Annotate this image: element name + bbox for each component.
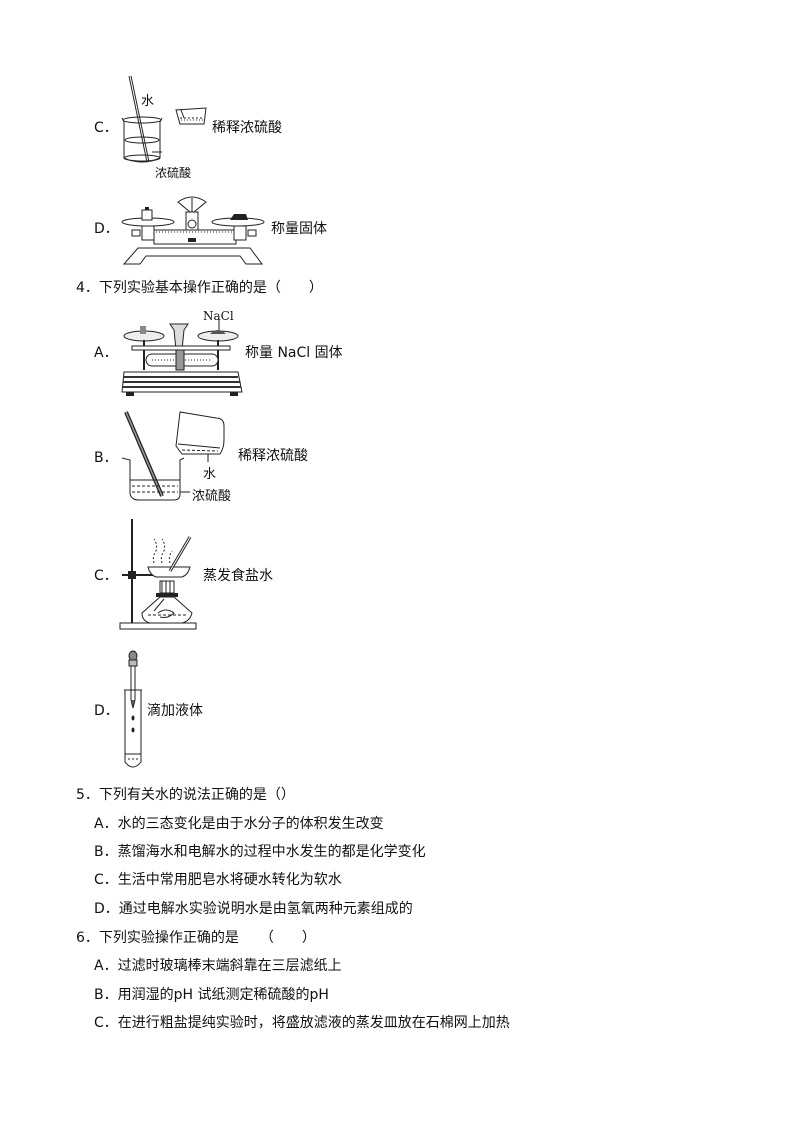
q3-option-d-letter: D． bbox=[94, 221, 119, 237]
q4-option-a-balance-icon bbox=[122, 320, 242, 396]
q5-option-b: B．蒸馏海水和电解水的过程中水发生的都是化学变化 bbox=[94, 844, 426, 860]
q4-option-a-letter: A． bbox=[94, 345, 118, 361]
q4-option-c-caption: 蒸发食盐水 bbox=[203, 568, 273, 584]
q4-option-c-letter: C． bbox=[94, 568, 118, 584]
q3-option-c-figure-beaker-icon bbox=[118, 74, 208, 166]
q4-b-label-acid: 浓硫酸 bbox=[192, 489, 232, 504]
q4-a-label-nacl: NaCl bbox=[203, 309, 234, 323]
q4-option-d-dropper-icon bbox=[123, 650, 143, 772]
q5-stem: 5．下列有关水的说法正确的是（） bbox=[76, 787, 295, 803]
q4-option-d-caption: 滴加液体 bbox=[147, 703, 203, 719]
q4-option-d-letter: D． bbox=[94, 703, 119, 719]
q3-c-label-water: 水 bbox=[141, 94, 155, 109]
q6-option-c: C．在进行粗盐提纯实验时，将盛放滤液的蒸发皿放在石棉网上加热 bbox=[94, 1015, 510, 1031]
q3-option-d-balance-icon bbox=[120, 194, 268, 266]
q6-stem: 6．下列实验操作正确的是 （ ） bbox=[76, 930, 316, 946]
q6-option-a: A．过滤时玻璃棒末端斜靠在三层滤纸上 bbox=[94, 958, 342, 974]
q5-option-c: C．生活中常用肥皂水将硬水转化为软水 bbox=[94, 872, 342, 888]
q5-option-a: A．水的三态变化是由于水分子的体积发生改变 bbox=[94, 816, 384, 832]
q3-c-label-acid: 浓硫酸 bbox=[155, 166, 192, 180]
q6-option-b: B．用润湿的pH 试纸测定稀硫酸的pH bbox=[94, 987, 329, 1003]
q3-option-d-caption: 称量固体 bbox=[271, 221, 327, 237]
q4-option-c-evaporation-icon bbox=[118, 517, 200, 633]
q4-option-a-caption: 称量 NaCl 固体 bbox=[245, 345, 343, 361]
q4-option-b-beaker-icon bbox=[120, 410, 230, 502]
q3-option-c-letter: C． bbox=[94, 120, 118, 136]
q4-b-label-water: 水 bbox=[203, 467, 217, 482]
q3-option-c-caption: 稀释浓硫酸 bbox=[212, 120, 282, 136]
q4-option-b-letter: B． bbox=[94, 450, 118, 466]
q4-stem: 4．下列实验基本操作正确的是（ ） bbox=[76, 280, 323, 296]
q4-option-b-caption: 稀释浓硫酸 bbox=[238, 448, 308, 464]
q5-option-d: D．通过电解水实验说明水是由氢氧两种元素组成的 bbox=[94, 901, 413, 917]
